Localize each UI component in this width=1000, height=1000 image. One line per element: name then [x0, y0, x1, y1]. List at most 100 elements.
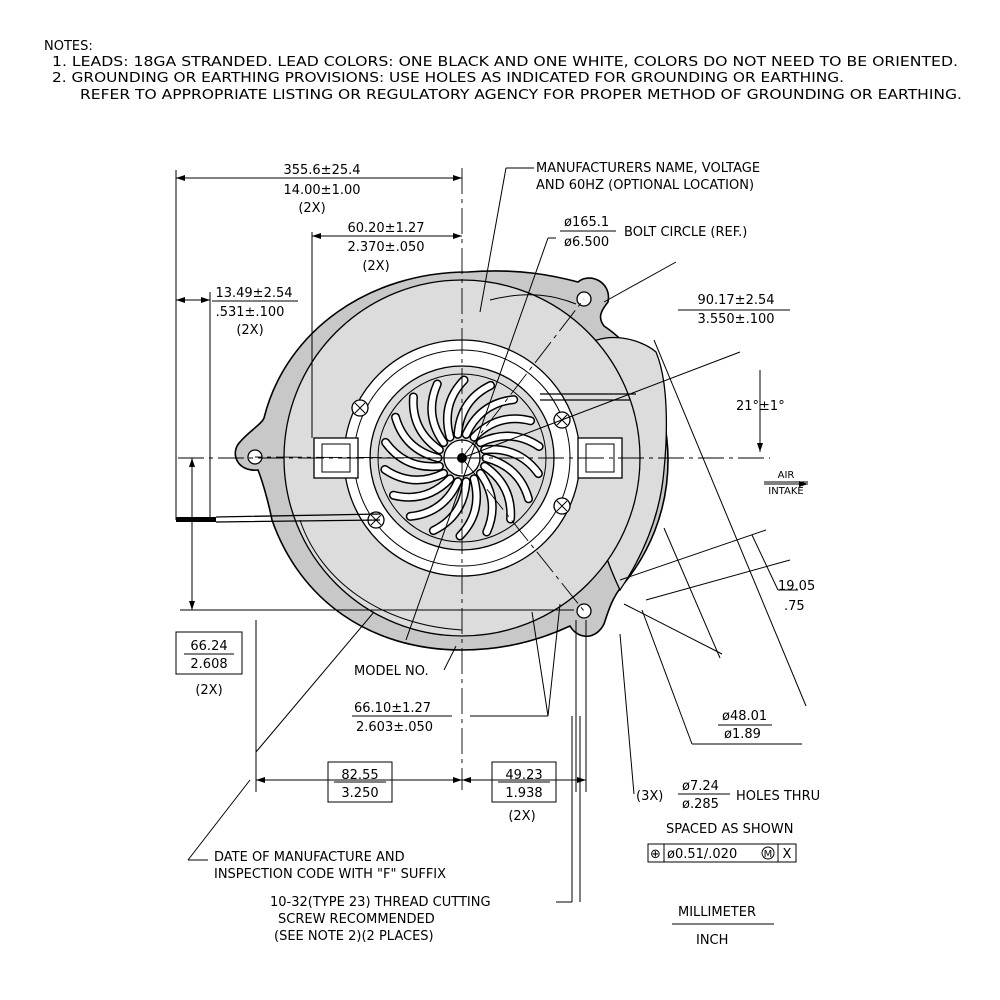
date-line-2: INSPECTION CODE WITH "F" SUFFIX: [214, 867, 446, 882]
dim-hub: 66.10±1.27 2.603±.050: [352, 701, 452, 735]
fan-blade-fill: [407, 478, 461, 520]
fan-blade-fill: [381, 466, 447, 483]
angle-value: 21°±1°: [736, 399, 785, 414]
manufacturer-line-2: AND 60HZ (OPTIONAL LOCATION): [536, 178, 754, 193]
fan-blade-fill: [456, 475, 480, 539]
holes-mm: ø7.24: [682, 779, 719, 794]
width-count: (2X): [298, 201, 325, 216]
manufacturer-line-1: MANUFACTURERS NAME, VOLTAGE: [536, 161, 760, 176]
dim-width: 355.6±25.4 14.00±1.00 (2X): [276, 163, 368, 216]
tolerance-frame: ⊕ ø0.51/.020 M X: [647, 843, 797, 863]
note-3: REFER TO APPROPRIATE LISTING OR REGULATO…: [80, 88, 962, 103]
mounting-holes: [247, 291, 592, 619]
note-1: 1. LEADS: 18GA STRANDED. LEAD COLORS: ON…: [52, 55, 958, 70]
fan-blade-fill: [471, 415, 534, 441]
fan-blade-fill: [428, 381, 447, 446]
units-legend: MILLIMETER INCH: [672, 905, 774, 948]
hub-mm: 66.10±1.27: [354, 701, 431, 716]
units-top: MILLIMETER: [678, 905, 756, 920]
air-label: AIR: [778, 470, 795, 481]
holes-label: HOLES THRU: [736, 789, 820, 804]
left-mm: 82.55: [341, 768, 378, 783]
fan-blade-fill: [392, 414, 441, 461]
dim-height: 66.24 2.608 (2X): [175, 631, 243, 698]
bolt-circle-mm: ø165.1: [564, 215, 609, 230]
dim-outlet: 90.17±2.54 3.550±.100: [678, 293, 790, 327]
dim-bore: ø48.01 ø1.89: [718, 709, 772, 742]
width-mm: 355.6±25.4: [283, 163, 360, 178]
fan-blades: [380, 375, 544, 541]
lead-gap-in: .531±.100: [216, 305, 285, 320]
units-bottom: INCH: [696, 933, 728, 948]
dim-right: 49.23 1.938 (2X): [491, 761, 557, 824]
width-in: 14.00±1.00: [283, 183, 360, 198]
label-manufacturer: MANUFACTURERS NAME, VOLTAGE AND 60HZ (OP…: [536, 161, 760, 193]
right-count: (2X): [508, 809, 535, 824]
dimension-lines: [175, 167, 808, 903]
right-mm: 49.23: [505, 768, 542, 783]
tol-symbol: ⊕: [650, 847, 661, 862]
bolt-circle-label: BOLT CIRCLE (REF.): [624, 225, 747, 240]
fan-blade-fill: [483, 455, 532, 502]
left-in: 3.250: [341, 786, 378, 801]
fan-blade-fill: [390, 475, 453, 501]
hub-in: 2.603±.050: [356, 720, 433, 735]
fan-blade-fill: [463, 396, 517, 438]
dim-offset: 19.05 .75: [778, 579, 815, 614]
spaced-label: SPACED AS SHOWN: [666, 822, 793, 837]
lead-offset-in: 2.370±.050: [347, 240, 424, 255]
fan-blade-fill: [382, 439, 443, 470]
dim-lead-gap: 13.49±2.54 .531±.100 (2X): [212, 286, 298, 338]
lead-wire-black: [176, 517, 216, 522]
offset-mm: 19.05: [778, 579, 815, 594]
tol-modifier: M: [764, 849, 773, 860]
tol-value: ø0.51/.020: [667, 847, 737, 862]
fan-blade-fill: [430, 478, 470, 534]
right-in: 1.938: [505, 786, 542, 801]
bore-in: ø1.89: [724, 727, 761, 742]
outlet-mm: 90.17±2.54: [697, 293, 774, 308]
label-screw: 10-32(TYPE 23) THREAD CUTTING SCREW RECO…: [270, 895, 491, 944]
ring-seam: [299, 519, 463, 631]
screw-line-1: 10-32(TYPE 23) THREAD CUTTING: [270, 895, 491, 910]
note-2: 2. GROUNDING OR EARTHING PROVISIONS: USE…: [52, 71, 844, 86]
date-line-1: DATE OF MANUFACTURE AND: [214, 850, 405, 865]
intake-label: INTAKE: [768, 486, 803, 497]
fan-blade-fill: [477, 470, 496, 535]
fan-blade-fill: [481, 463, 514, 523]
screw-line-2: SCREW RECOMMENDED: [278, 912, 435, 927]
height-in: 2.608: [190, 657, 227, 672]
bolt-circle-in: ø6.500: [564, 235, 609, 250]
lead-gap-mm: 13.49±2.54: [215, 286, 292, 301]
outlet-in: 3.550±.100: [697, 312, 774, 327]
lead-gap-count: (2X): [236, 323, 263, 338]
fan-blade-fill: [477, 433, 543, 450]
label-holes: (3X) ø7.24 ø.285 HOLES THRU SPACED AS SH…: [636, 779, 820, 837]
screw-line-3: (SEE NOTE 2)(2 PLACES): [274, 929, 434, 944]
notes-heading: NOTES:: [44, 39, 93, 54]
fan-blade-fill: [481, 446, 542, 477]
holes-in: ø.285: [682, 797, 719, 812]
dim-left: 82.55 3.250: [327, 761, 393, 803]
lead-wire-white: [215, 513, 381, 523]
bore-mm: ø48.01: [722, 709, 767, 724]
top-seam: [489, 294, 577, 305]
dim-bolt-circle: ø165.1 ø6.500 BOLT CIRCLE (REF.): [560, 215, 747, 250]
height-mm: 66.24: [190, 639, 227, 654]
lead-offset-mm: 60.20±1.27: [347, 221, 424, 236]
label-air-intake: AIR INTAKE: [764, 470, 808, 497]
offset-in: .75: [784, 599, 805, 614]
tol-datum: X: [783, 847, 792, 862]
screw-heads: [351, 399, 571, 529]
center-lines: [178, 168, 770, 790]
holes-count: (3X): [636, 789, 663, 804]
fan-blade-fill: [444, 377, 468, 441]
notes-block: NOTES: 1. LEADS: 18GA STRANDED. LEAD COL…: [44, 39, 962, 103]
lead-offset-count: (2X): [362, 259, 389, 274]
height-count: (2X): [195, 683, 222, 698]
fan-blade-fill: [410, 393, 443, 453]
fan-blade-fill: [454, 382, 494, 438]
label-date-code: DATE OF MANUFACTURE AND INSPECTION CODE …: [214, 850, 446, 882]
model-label: MODEL NO.: [354, 664, 429, 679]
